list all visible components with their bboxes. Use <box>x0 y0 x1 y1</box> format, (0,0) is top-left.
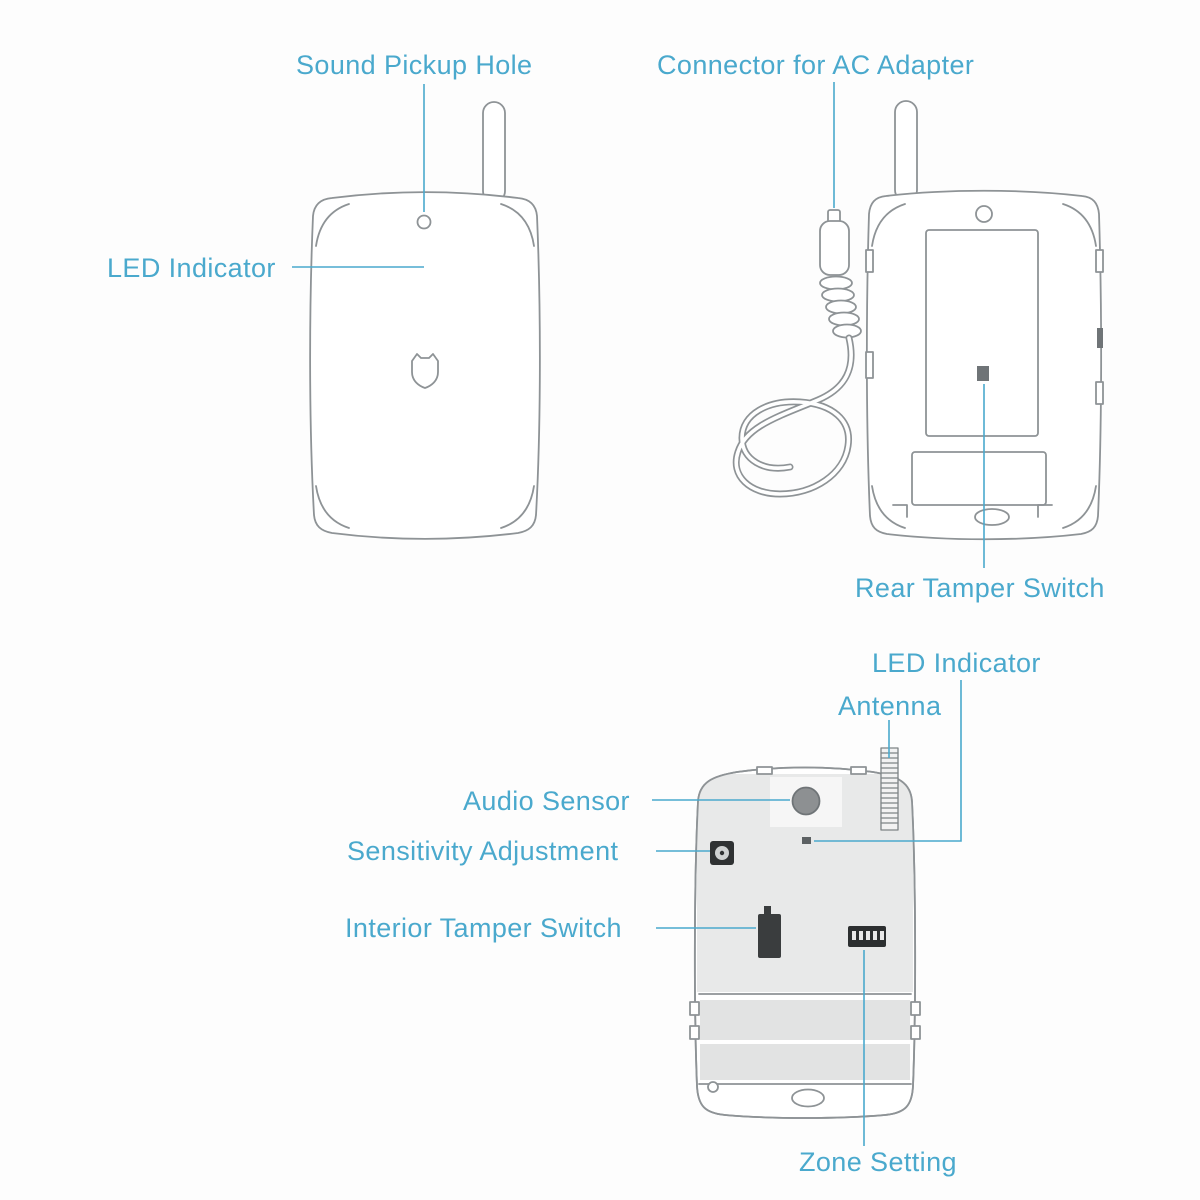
leader-lines <box>292 82 985 1146</box>
back-view-drawing <box>865 100 1104 541</box>
battery-compartment <box>925 229 1039 437</box>
sound-pickup-hole-mark <box>416 214 432 230</box>
label-led-indicator-front: LED Indicator <box>107 253 276 283</box>
back-antenna <box>894 100 918 202</box>
label-sound-pickup-hole: Sound Pickup Hole <box>296 50 533 80</box>
front-view-drawing <box>309 101 541 540</box>
rear-tamper-switch-mark <box>977 366 989 381</box>
front-body <box>309 191 541 540</box>
leader-led-indicator-internal <box>814 680 962 842</box>
label-interior-tamper-switch: Interior Tamper Switch <box>345 913 622 943</box>
label-audio-sensor: Audio Sensor <box>463 786 630 816</box>
audio-sensor-mark <box>791 786 821 816</box>
label-antenna: Antenna <box>838 691 942 721</box>
antenna-coil <box>880 747 899 831</box>
screw-hole <box>975 205 993 223</box>
label-zone-setting: Zone Setting <box>799 1147 957 1177</box>
dc-plug <box>819 209 862 339</box>
power-cable-core <box>734 336 853 496</box>
sensitivity-pot <box>710 841 734 865</box>
label-sensitivity-adjustment: Sensitivity Adjustment <box>347 836 619 866</box>
internal-view-drawing <box>689 747 921 1119</box>
label-led-indicator-internal: LED Indicator <box>872 648 1041 678</box>
label-connector-ac-adapter: Connector for AC Adapter <box>657 50 975 80</box>
front-logo <box>411 353 439 389</box>
label-rear-tamper-switch: Rear Tamper Switch <box>855 573 1105 603</box>
zone-setting-dip <box>848 926 886 947</box>
interior-tamper-switch-mark <box>758 906 781 958</box>
front-antenna <box>482 101 506 203</box>
led-mark <box>802 837 811 844</box>
ac-adapter-cable <box>732 209 862 498</box>
